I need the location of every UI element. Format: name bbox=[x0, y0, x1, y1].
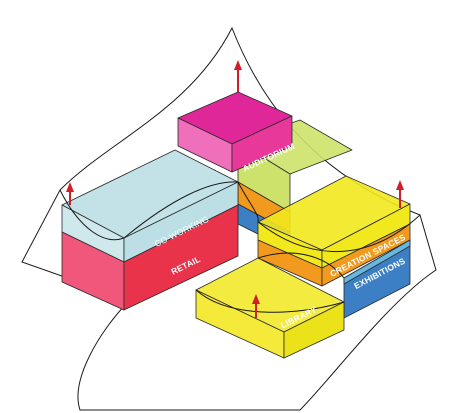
roof-curve-left bbox=[59, 189, 125, 241]
arrow-up-icon-auditorium bbox=[234, 60, 242, 92]
arrow-up-icon-library bbox=[252, 294, 260, 318]
roof-curve-library-back bbox=[257, 252, 345, 279]
roof-curve-right bbox=[257, 214, 421, 253]
roof-curve-coworking bbox=[123, 181, 239, 239]
roof-curve-library bbox=[195, 289, 345, 313]
roof-curve-mid bbox=[237, 181, 259, 223]
arrow-up-icon-right bbox=[396, 180, 404, 208]
coworking-block bbox=[61, 149, 239, 311]
library-right-face bbox=[283, 301, 345, 359]
library-block bbox=[195, 257, 345, 359]
auditorium-right-face bbox=[231, 115, 293, 173]
right-block bbox=[257, 175, 411, 319]
auditorium-block bbox=[177, 91, 293, 173]
retail-right-face bbox=[123, 204, 239, 311]
arrow-up-icon-coworking bbox=[66, 182, 74, 205]
exhibitions-cyan-edge bbox=[343, 239, 411, 285]
